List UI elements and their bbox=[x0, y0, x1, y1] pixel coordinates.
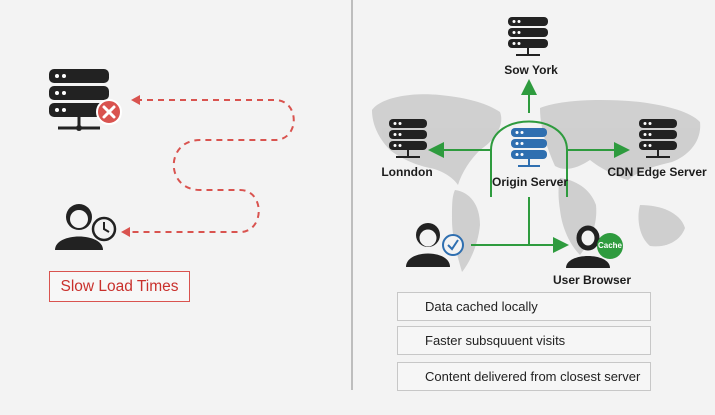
cdn-edge-server-label: CDN Edge Server bbox=[607, 165, 707, 179]
arrowhead-to-user bbox=[121, 227, 130, 237]
feature-item: Faster subsquuent visits bbox=[397, 326, 651, 355]
verified-check-icon bbox=[442, 234, 464, 256]
slow-request-path bbox=[126, 99, 295, 233]
sow-york-label: Sow York bbox=[504, 63, 558, 77]
arrowhead-to-server bbox=[131, 95, 140, 105]
feature-text: Content delivered from closest server bbox=[425, 369, 641, 384]
failing-server-icon bbox=[49, 69, 109, 131]
user-icon bbox=[406, 223, 450, 267]
feature-text: Data cached locally bbox=[425, 299, 538, 314]
lonndon-server-icon bbox=[389, 119, 427, 158]
sow-york-server-icon bbox=[508, 17, 548, 56]
panel-divider bbox=[351, 0, 353, 390]
error-icon bbox=[96, 99, 122, 125]
slow-load-times-label: Slow Load Times bbox=[60, 277, 179, 295]
slow-load-times-box: Slow Load Times bbox=[49, 271, 190, 302]
waiting-user-icon bbox=[55, 204, 103, 250]
feature-text: Faster subsquuent visits bbox=[425, 333, 566, 348]
origin-server-icon bbox=[511, 128, 547, 167]
user-browser-icon bbox=[566, 225, 610, 268]
lonndon-label: Lonndon bbox=[381, 165, 433, 179]
cdn-edge-server-icon bbox=[639, 119, 677, 158]
feature-item: Data cached locally bbox=[397, 292, 651, 321]
user-browser-label: User Browser bbox=[552, 273, 632, 287]
origin-arch bbox=[490, 120, 568, 197]
clock-icon bbox=[91, 216, 117, 242]
cache-badge-label: Cache bbox=[597, 241, 623, 250]
cache-badge-icon bbox=[597, 233, 623, 259]
origin-server-label: Origin Server bbox=[491, 175, 569, 189]
feature-item: Content delivered from closest server bbox=[397, 362, 651, 391]
